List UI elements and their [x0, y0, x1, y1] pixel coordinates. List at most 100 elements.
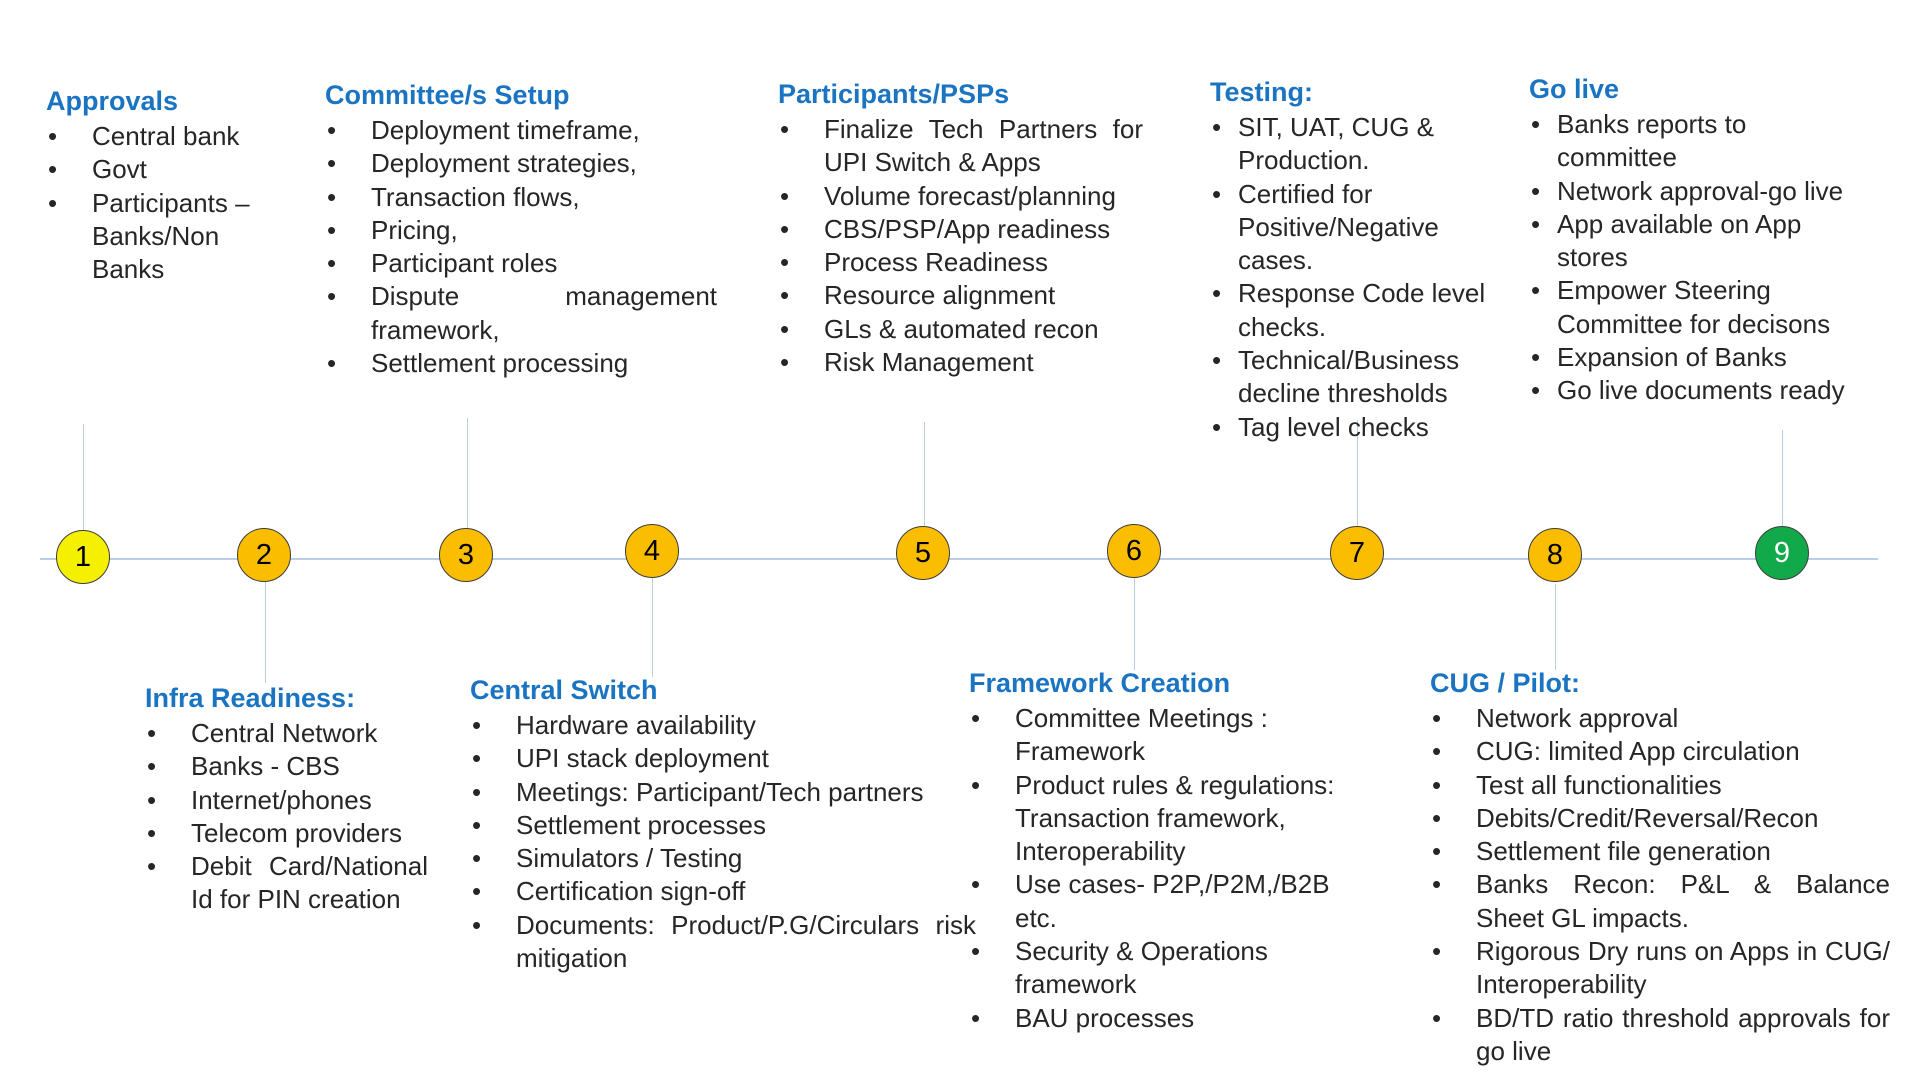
- connector-1: [83, 424, 84, 534]
- bullet-item: UPI stack deployment: [470, 742, 976, 776]
- bullet-item: Use cases- P2P,/P2M,/B2B etc.: [969, 868, 1354, 935]
- milestone-node-5: 5: [896, 526, 950, 580]
- timeline-axis: [40, 558, 1878, 560]
- bullet-item: Process Readiness: [778, 246, 1143, 280]
- bullet-item: Meetings: Participant/Tech partners: [470, 776, 976, 810]
- bullet-item: Banks - CBS: [145, 750, 428, 784]
- bullet-item: Central Network: [145, 717, 428, 751]
- bullet-item: Transaction flows,: [325, 181, 717, 215]
- bullet-item: CBS/PSP/App readiness: [778, 213, 1143, 247]
- stage-title: CUG / Pilot:: [1430, 668, 1580, 698]
- bullet-item: Pricing,: [325, 214, 717, 248]
- connector-5: [924, 422, 925, 532]
- stage-items: Central NetworkBanks - CBSInternet/phone…: [145, 717, 428, 917]
- bullet-item: Deployment strategies,: [325, 147, 717, 181]
- milestone-node-3: 3: [439, 528, 493, 582]
- bullet-item: Network approval: [1430, 702, 1890, 736]
- bullet-item: Test all functionalities: [1430, 769, 1890, 803]
- stage-items: Banks reports to committeeNetwork approv…: [1529, 108, 1869, 408]
- bullet-item: CUG: limited App circulation: [1430, 735, 1890, 769]
- bullet-item: Dispute management framework,: [325, 280, 717, 347]
- stage-items: Deployment timeframe,Deployment strategi…: [325, 114, 717, 381]
- stage-title: Go live: [1529, 74, 1620, 104]
- bullet-item: Simulators / Testing: [470, 842, 976, 876]
- bullet-item: Network approval-go live: [1529, 175, 1869, 209]
- bullet-item: Volume forecast/planning: [778, 180, 1143, 214]
- milestone-node-8: 8: [1528, 528, 1582, 582]
- connector-3: [467, 418, 468, 532]
- bullet-item: Debits/Credit/Reversal/Recon: [1430, 802, 1890, 836]
- bullet-item: Settlement processing: [325, 347, 717, 381]
- stage-cug-pilot: CUG / Pilot: Network approvalCUG: limite…: [1430, 668, 1890, 1068]
- bullet-item: Expansion of Banks: [1529, 341, 1869, 375]
- stage-items: Finalize Tech Partners for UPI Switch & …: [778, 113, 1143, 380]
- bullet-item: Deployment timeframe,: [325, 114, 717, 148]
- bullet-item: Rigorous Dry runs on Apps in CUG/ Intero…: [1430, 935, 1890, 1002]
- bullet-item: Technical/Business decline thresholds: [1210, 344, 1505, 411]
- stage-title: Testing:: [1210, 77, 1313, 107]
- bullet-item: Go live documents ready: [1529, 374, 1869, 408]
- bullet-item: Settlement processes: [470, 809, 976, 843]
- bullet-item: Debit Card/National Id for PIN creation: [145, 850, 428, 917]
- stage-items: Hardware availabilityUPI stack deploymen…: [470, 709, 976, 975]
- stage-participants-psps: Participants/PSPs Finalize Tech Partners…: [778, 79, 1143, 380]
- bullet-item: Certification sign-off: [470, 875, 976, 909]
- stage-approvals: Approvals Central bankGovtParticipants –…: [46, 86, 296, 286]
- bullet-item: Banks Recon: P&L & Balance Sheet GL impa…: [1430, 868, 1890, 935]
- stage-title: Participants/PSPs: [778, 79, 1010, 109]
- connector-2: [265, 582, 266, 683]
- bullet-item: App available on App stores: [1529, 208, 1869, 275]
- stage-central-switch: Central Switch Hardware availabilityUPI …: [470, 675, 976, 975]
- milestone-node-6: 6: [1107, 524, 1161, 578]
- bullet-item: Tag level checks: [1210, 411, 1505, 445]
- bullet-item: Telecom providers: [145, 817, 428, 851]
- bullet-item: Internet/phones: [145, 784, 428, 818]
- bullet-item: Empower Steering Committee for decisons: [1529, 274, 1869, 341]
- milestone-node-1: 1: [56, 530, 110, 584]
- bullet-item: Committee Meetings : Framework: [969, 702, 1354, 769]
- stage-title: Infra Readiness:: [145, 683, 356, 713]
- stage-items: Central bankGovtParticipants – Banks/Non…: [46, 120, 296, 286]
- milestone-node-4: 4: [625, 524, 679, 578]
- milestone-node-7: 7: [1330, 526, 1384, 580]
- connector-8: [1555, 584, 1556, 670]
- bullet-item: SIT, UAT, CUG & Production.: [1210, 111, 1505, 178]
- stage-title: Committee/s Setup: [325, 80, 570, 110]
- bullet-item: BD/TD ratio threshold approvals for go l…: [1430, 1002, 1890, 1069]
- stage-title: Central Switch: [470, 675, 658, 705]
- bullet-item: Participant roles: [325, 247, 717, 281]
- bullet-item: Documents: Product/P.G/Circulars risk mi…: [470, 909, 976, 976]
- milestone-node-9: 9: [1755, 526, 1809, 580]
- bullet-item: Security & Operations framework: [969, 935, 1354, 1002]
- stage-framework-creation: Framework Creation Committee Meetings : …: [969, 668, 1354, 1035]
- connector-6: [1134, 578, 1135, 670]
- bullet-item: Product rules & regulations: Transaction…: [969, 769, 1354, 869]
- bullet-item: Participants – Banks/Non Banks: [46, 187, 296, 287]
- bullet-item: Central bank: [46, 120, 296, 154]
- bullet-item: BAU processes: [969, 1002, 1354, 1036]
- stage-items: Network approvalCUG: limited App circula…: [1430, 702, 1890, 1068]
- stage-infra-readiness: Infra Readiness: Central NetworkBanks - …: [145, 683, 428, 917]
- stage-items: SIT, UAT, CUG & Production.Certified for…: [1210, 111, 1505, 444]
- bullet-item: Finalize Tech Partners for UPI Switch & …: [778, 113, 1143, 180]
- bullet-item: Govt: [46, 153, 296, 187]
- bullet-item: Response Code level checks.: [1210, 277, 1505, 344]
- bullet-item: GLs & automated recon: [778, 313, 1143, 347]
- stage-testing: Testing: SIT, UAT, CUG & Production.Cert…: [1210, 77, 1505, 444]
- bullet-item: Certified for Positive/Negative cases.: [1210, 178, 1505, 278]
- stage-items: Committee Meetings : FrameworkProduct ru…: [969, 702, 1354, 1035]
- bullet-item: Hardware availability: [470, 709, 976, 743]
- connector-4: [652, 578, 653, 677]
- stage-committee-setup: Committee/s Setup Deployment timeframe,D…: [325, 80, 717, 381]
- connector-9: [1782, 430, 1783, 530]
- bullet-item: Settlement file generation: [1430, 835, 1890, 869]
- bullet-item: Banks reports to committee: [1529, 108, 1869, 175]
- milestone-node-2: 2: [237, 528, 291, 582]
- connector-7: [1357, 420, 1358, 530]
- bullet-item: Resource alignment: [778, 279, 1143, 313]
- stage-title: Approvals: [46, 86, 179, 116]
- bullet-item: Risk Management: [778, 346, 1143, 380]
- stage-title: Framework Creation: [969, 668, 1231, 698]
- stage-go-live: Go live Banks reports to committeeNetwor…: [1529, 74, 1869, 408]
